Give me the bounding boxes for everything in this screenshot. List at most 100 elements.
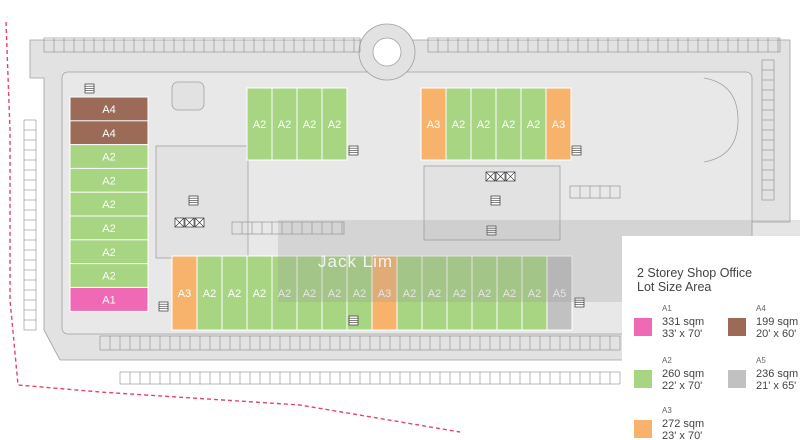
legend-code-a2: A2	[662, 356, 672, 365]
legend-panel: 2 Storey Shop Office Lot Size Area A1 33…	[622, 236, 800, 440]
legend-subtitle: Lot Size Area	[637, 280, 712, 294]
lot-bottom-right-4-a2-label: A2	[453, 288, 466, 300]
lot-bottom-left-6-a2	[296, 255, 323, 331]
lot-bottom-right-8-a5-label: A5	[553, 288, 566, 300]
island-center	[155, 145, 249, 259]
lot-top-center-3-a2-label: A2	[303, 119, 316, 131]
lot-bottom-left-7-a2-label: A2	[328, 288, 341, 300]
lot-top-right-1-a3-label: A3	[427, 119, 440, 131]
roundabout-center	[372, 37, 402, 67]
lot-bottom-left-8-a2	[346, 255, 373, 331]
lot-bottom-left-5-a2-label: A2	[278, 288, 291, 300]
lot-left-8-a2-label: A2	[102, 271, 115, 283]
lot-left-2-a4	[69, 120, 149, 146]
lot-bottom-left-6-a2-label: A2	[303, 288, 316, 300]
lot-bottom-right-1-a3-label: A3	[378, 288, 391, 300]
legend-swatch-a5	[728, 370, 746, 388]
legend-dim-a5: 21' x 65'	[756, 380, 797, 392]
legend-code-a3: A3	[662, 406, 672, 415]
lot-top-right-6-a3	[545, 87, 572, 161]
lot-top-right-5-a2-label: A2	[527, 119, 540, 131]
site-boundary	[5, 21, 461, 433]
lot-bottom-left-4-a2-label: A2	[253, 288, 266, 300]
parking-top-left	[43, 37, 361, 53]
lot-top-right-4-a2	[495, 87, 522, 161]
lift-right-3-x2	[505, 171, 516, 182]
legend-dim-a4: 20' x 60'	[756, 328, 797, 340]
legend-dim-a2: 22' x 70'	[662, 380, 703, 392]
lot-bottom-left-7-a2	[321, 255, 348, 331]
legend-dim-a3: 23' x 70'	[662, 430, 703, 440]
parking-left-edge	[23, 119, 37, 331]
lot-top-center-4-a2	[321, 87, 348, 161]
legend-swatch-a4	[728, 318, 746, 336]
lot-bottom-right-5-a2-label: A2	[478, 288, 491, 300]
legend-code-a4: A4	[756, 304, 766, 313]
lot-top-right-6-a3-label: A3	[552, 119, 565, 131]
lot-left-6-a2	[69, 215, 149, 241]
watermark-brand: PropertyGuru	[638, 236, 789, 259]
lot-top-center-4-a2-label: A2	[328, 119, 341, 131]
parking-top-right	[427, 37, 781, 53]
parking-strips	[23, 37, 781, 385]
house-icon	[638, 237, 664, 258]
lot-top-center-1-a2-label: A2	[253, 119, 266, 131]
legend-code-a5: A5	[756, 356, 766, 365]
lot-top-right-5-a2	[520, 87, 547, 161]
parking-center-row	[231, 221, 345, 235]
lot-bottom-right-1-a3	[371, 255, 398, 331]
lot-left-5-a2-label: A2	[102, 199, 115, 211]
legend-swatch-a2	[634, 370, 652, 388]
lot-left-4-a2-label: A2	[102, 175, 115, 187]
lot-bottom-left-1-a3	[171, 255, 198, 331]
lot-bottom-right-3-a2-label: A2	[428, 288, 441, 300]
lot-left-3-a2	[69, 144, 149, 170]
watermark-brand-text: PropertyGuru	[669, 236, 790, 258]
lot-bottom-right-6-a2-label: A2	[503, 288, 516, 300]
lot-top-center-2-a2-label: A2	[278, 119, 291, 131]
lot-bottom-right-8-a5	[546, 255, 573, 331]
legend-area-a5: 236 sqm	[756, 368, 799, 380]
island-small	[171, 81, 205, 111]
lift-center-2-x2	[184, 217, 195, 228]
watermark-agent-name: Jack Lim	[318, 252, 394, 271]
lot-left-9-a1-label: A1	[102, 294, 115, 306]
lot-left-1-a4	[69, 96, 149, 122]
lot-top-right-3-a2-label: A2	[477, 119, 490, 131]
lot-top-right-4-a2-label: A2	[502, 119, 515, 131]
legend-swatch-a3	[634, 420, 652, 438]
legend-area-a4: 199 sqm	[756, 316, 799, 328]
legend-code-a1: A1	[662, 304, 672, 313]
right-curve-road	[703, 77, 739, 163]
lift-right-2-x2	[495, 171, 506, 182]
parking-east-row	[569, 185, 621, 199]
lot-bottom-left-4-a2	[246, 255, 273, 331]
lot-left-7-a2	[69, 239, 149, 265]
lot-bottom-left-8-a2-label: A2	[353, 288, 366, 300]
lot-left-1-a4-label: A4	[102, 104, 115, 116]
lot-left-6-a2-label: A2	[102, 223, 115, 235]
legend-area-a3: 272 sqm	[662, 418, 705, 430]
lift-center-3-x2	[194, 217, 205, 228]
lot-bottom-right-2-a2	[396, 255, 423, 331]
lot-top-right-2-a2-label: A2	[452, 119, 465, 131]
lift-right-1-x2	[485, 171, 496, 182]
legend-swatch-a1	[634, 318, 652, 336]
lot-left-7-a2-label: A2	[102, 247, 115, 259]
lot-bottom-left-5-a2	[271, 255, 298, 331]
lot-bottom-right-6-a2	[496, 255, 523, 331]
legend-area-a1: 331 sqm	[662, 316, 705, 328]
lot-bottom-left-1-a3-label: A3	[178, 288, 191, 300]
lot-top-right-1-a3	[420, 87, 447, 161]
legend-title: 2 Storey Shop Office	[637, 266, 753, 280]
legend-dim-a1: 33' x 70'	[662, 328, 703, 340]
lift-center-1-x2	[174, 217, 185, 228]
lot-top-center-2-a2	[271, 87, 298, 161]
lot-left-5-a2	[69, 191, 149, 217]
lot-bottom-right-7-a2-label: A2	[528, 288, 541, 300]
lot-bottom-right-2-a2-label: A2	[403, 288, 416, 300]
lot-left-2-a4-label: A4	[102, 128, 115, 140]
